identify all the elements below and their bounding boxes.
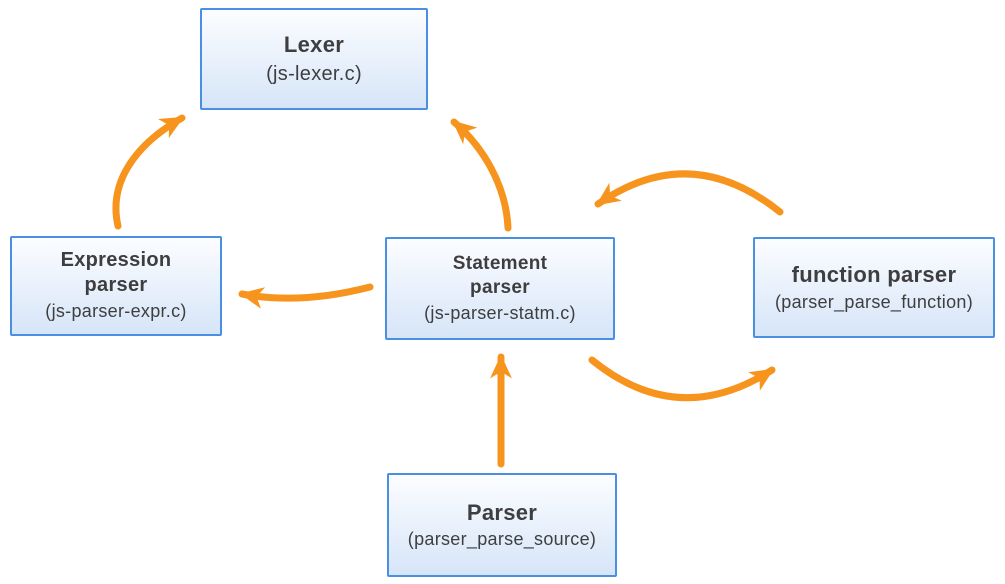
node-function-parser-subtitle: (parser_parse_function) [774, 291, 973, 312]
node-expression-parser-subtitle: (js-parser-expr.c) [45, 301, 187, 322]
node-expression-parser: Expression parser (js-parser-expr.c) [10, 236, 222, 336]
node-statement-parser-subtitle: (js-parser-statm.c) [424, 302, 576, 323]
node-lexer: Lexer (js-lexer.c) [200, 8, 428, 110]
node-parser-title: Parser [466, 499, 538, 525]
node-parser: Parser (parser_parse_source) [387, 473, 617, 577]
node-lexer-subtitle: (js-lexer.c) [266, 62, 362, 85]
arrow-statement-parser-to-lexer [450, 118, 512, 232]
node-function-parser: function parser (parser_parse_function) [753, 237, 995, 338]
node-function-parser-title: function parser [791, 262, 957, 288]
node-parser-subtitle: (parser_parse_source) [407, 529, 597, 550]
arrow-statement-parser-to-function-parser [588, 356, 776, 402]
node-lexer-title: Lexer [283, 32, 345, 58]
arrow-expression-parser-to-lexer [112, 114, 186, 230]
arrow-function-parser-to-statement-parser [594, 170, 784, 216]
node-expression-parser-title: Expression parser [60, 249, 172, 297]
node-statement-parser: Statement parser (js-parser-statm.c) [385, 237, 615, 340]
arrow-statement-parser-to-expression-parser [238, 283, 374, 309]
node-statement-parser-title: Statement parser [452, 253, 548, 298]
